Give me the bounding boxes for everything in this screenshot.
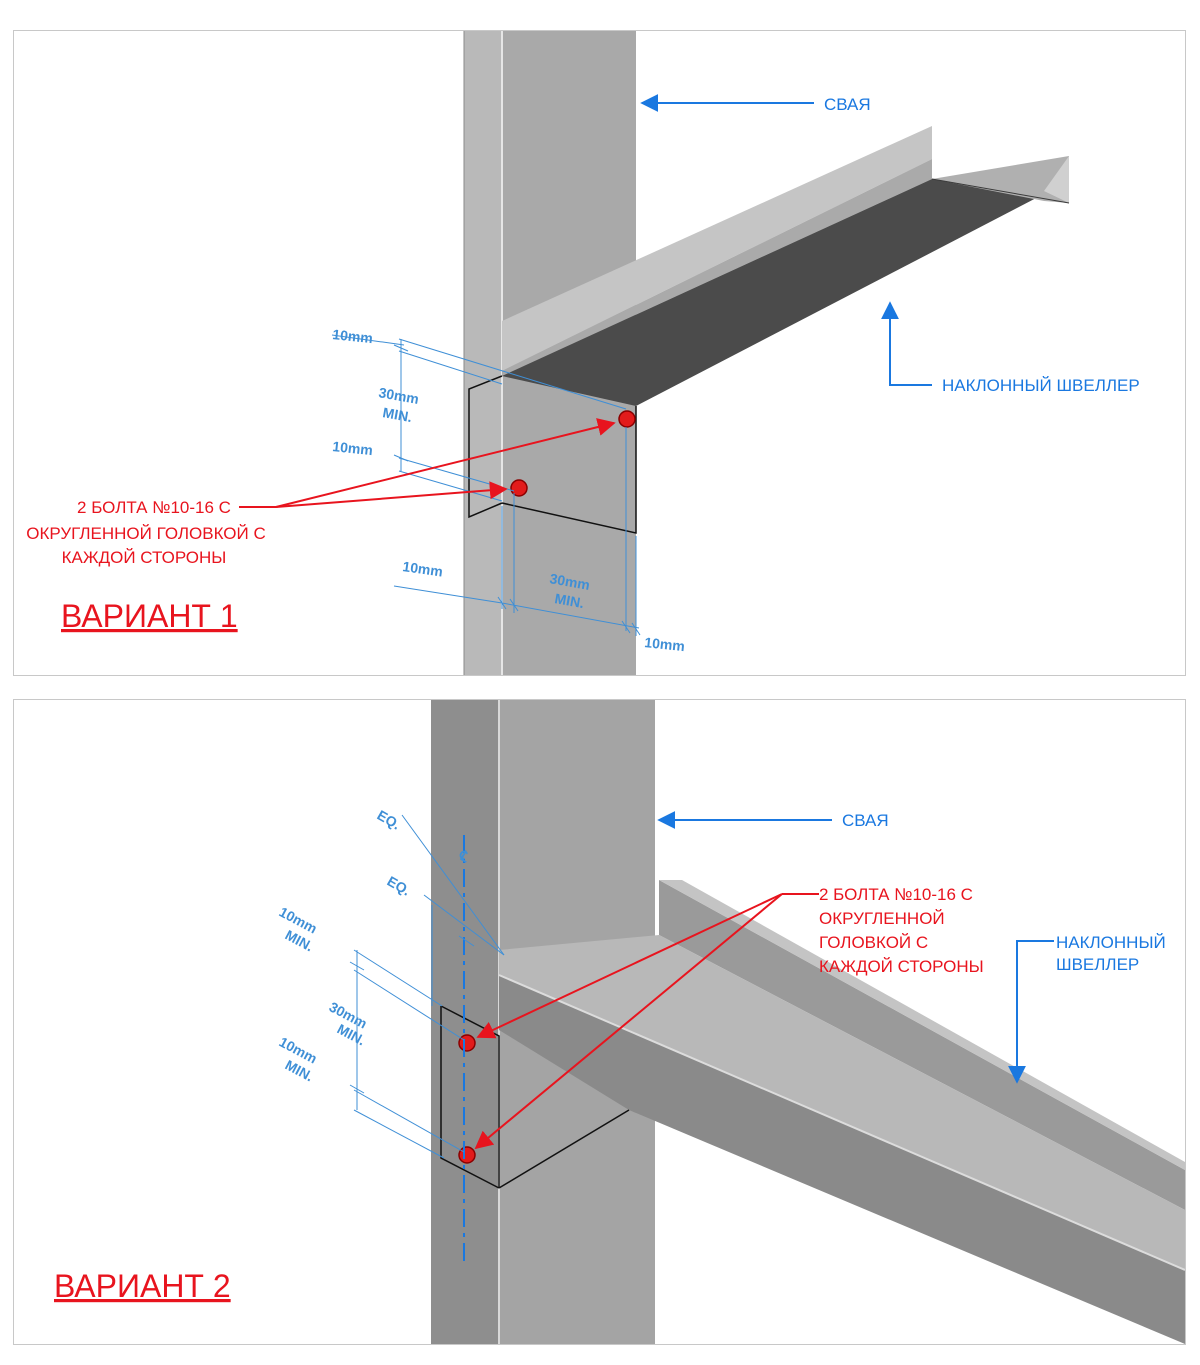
dim-eq-top: EQ. — [375, 807, 404, 833]
bolts-label-line-2: ОКРУГЛЕННОЙ ГОЛОВКОЙ С — [26, 524, 266, 543]
bolt-lower — [458, 1146, 476, 1164]
dim-spacing-value: 30mm — [377, 384, 420, 407]
dim-top-edge: 10mm — [332, 326, 374, 346]
channel-label: НАКЛОННЫЙ ШВЕЛЛЕР — [942, 376, 1140, 395]
bolts-label-line-2: ОКРУГЛЕННОЙ — [819, 909, 945, 928]
connection-plate — [440, 1005, 630, 1189]
pile-label: СВАЯ — [842, 811, 889, 830]
variant-2-drawing: EQ. EQ. ℄ 10mm MIN. 30mm MIN. 10mm MIN. … — [54, 700, 1185, 1344]
bolt-lower — [510, 479, 528, 497]
dim-bottom-right: 10mm — [644, 634, 686, 654]
bolts-arrow-lower — [275, 481, 508, 508]
bolt-upper — [618, 410, 636, 428]
dim-bottom-left: 10mm — [402, 558, 444, 579]
bolt-upper — [458, 1034, 476, 1052]
dim-bottom-spacing-value: 30mm — [548, 570, 591, 593]
channel-callout-arrow — [1008, 940, 1054, 1084]
dimension-lines — [349, 814, 505, 1159]
variant-1-title: ВАРИАНТ 1 — [61, 598, 238, 634]
bolts-label-line-3: ГОЛОВКОЙ С — [819, 933, 928, 952]
channel-label-line-1: НАКЛОННЫЙ — [1056, 933, 1166, 952]
variant-1-drawing: 10mm 30mm MIN. 10mm 10mm 30mm MIN. 10mm … — [26, 31, 1140, 675]
variant-2-panel: EQ. EQ. ℄ 10mm MIN. 30mm MIN. 10mm MIN. … — [13, 699, 1186, 1345]
bolts-label-line-1: 2 БОЛТА №10-16 С — [819, 885, 973, 904]
bolts-label-line-3: КАЖДОЙ СТОРОНЫ — [62, 548, 227, 567]
inclined-channel — [498, 880, 1185, 1344]
dim-spacing-min: MIN. — [381, 404, 413, 425]
dim-eq-bottom: EQ. — [385, 873, 414, 899]
channel-label-line-2: ШВЕЛЛЕР — [1056, 955, 1139, 974]
variant-2-title: ВАРИАНТ 2 — [54, 1268, 231, 1304]
dim-bottom-spacing-min: MIN. — [553, 590, 585, 611]
pile-label: СВАЯ — [824, 95, 871, 114]
inclined-channel — [502, 126, 1070, 406]
bolts-arrow-upper — [476, 893, 783, 1039]
channel-callout-arrow — [881, 301, 932, 386]
connection-plate — [468, 375, 637, 534]
bolts-label-line-1: 2 БОЛТА №10-16 С — [77, 498, 231, 517]
bolts-arrow-upper — [275, 418, 616, 508]
bolts-arrow-lower — [474, 893, 783, 1150]
bolts-label-line-4: КАЖДОЙ СТОРОНЫ — [819, 957, 984, 976]
dim-mid-edge: 10mm — [332, 438, 374, 458]
variant-1-panel: 10mm 30mm MIN. 10mm 10mm 30mm MIN. 10mm … — [13, 30, 1186, 676]
